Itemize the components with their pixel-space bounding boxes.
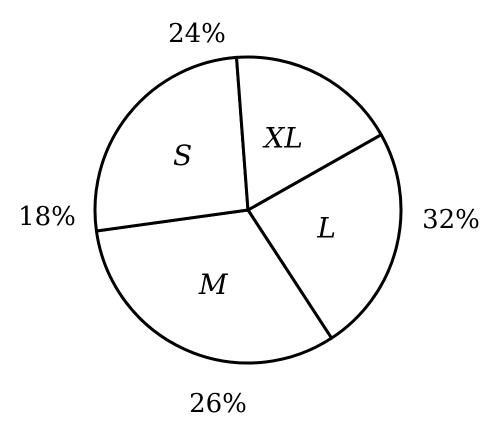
pie-slice-l (246, 133, 403, 340)
percent-label-s: 26% (189, 389, 247, 419)
slice-label-m: M (198, 268, 229, 301)
percent-label-l: 24% (168, 19, 226, 49)
percent-label-m: 32% (422, 205, 480, 235)
slice-label-s: S (173, 139, 192, 172)
percent-label-xl: 18% (18, 202, 76, 232)
pie-slice-s (93, 55, 250, 233)
slice-label-xl: XL (262, 121, 303, 154)
pie-slice-xl (235, 55, 383, 212)
slice-label-l: L (316, 211, 336, 244)
pie-slice-m (94, 208, 334, 365)
